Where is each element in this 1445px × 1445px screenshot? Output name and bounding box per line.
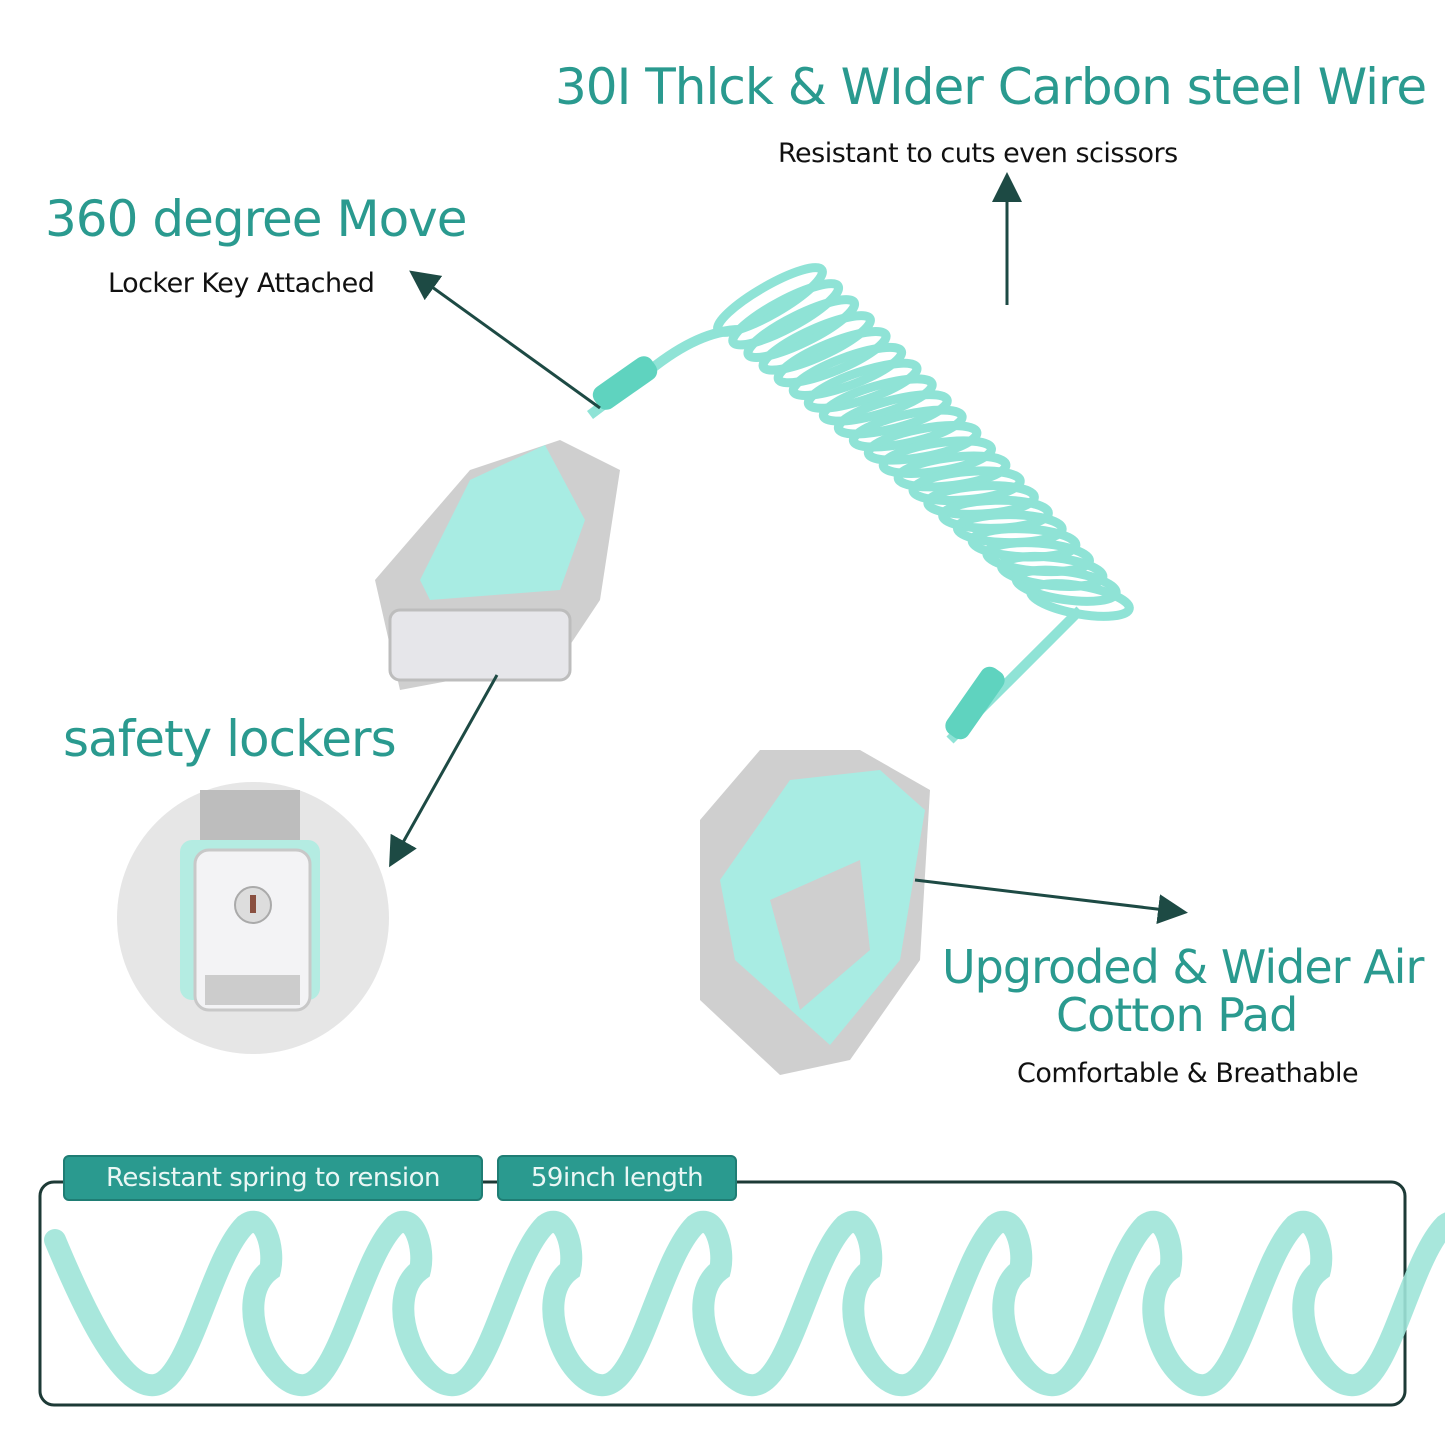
coil-loop — [728, 279, 844, 350]
coil-loop — [833, 390, 952, 439]
coil-loop — [743, 295, 860, 363]
arrow-locker — [389, 674, 499, 868]
coil-loop — [848, 405, 967, 452]
move-subtitle: Locker Key Attached — [108, 268, 375, 299]
tag-length: 59inch length — [497, 1155, 737, 1201]
move-title: 360 degree Move — [45, 190, 468, 248]
locker-inset — [117, 782, 389, 1054]
pad-title-line1: Upgroded & Wider Air — [942, 940, 1424, 994]
locker-title: safety lockers — [63, 710, 397, 768]
connector-top — [592, 356, 658, 410]
upper-wrist-strap — [375, 440, 620, 690]
pad-title-line2: Cotton Pad — [1056, 988, 1298, 1042]
tag-spring-tension: Resistant spring to rension — [63, 1155, 483, 1201]
coil-loop — [758, 311, 875, 375]
coil-loop — [713, 263, 827, 337]
coil-loop — [803, 358, 922, 413]
coiled-cord — [587, 263, 1134, 744]
spring-coil — [44, 1211, 1445, 1397]
arrow-move — [409, 270, 601, 410]
coil-loop — [773, 327, 891, 388]
connector-bottom — [945, 666, 1005, 740]
wire-title: 30I Thlck & WIder Carbon steel Wire — [555, 58, 1427, 116]
lower-wrist-strap — [700, 750, 930, 1075]
arrow-pad — [914, 878, 1188, 925]
coil-loop — [788, 342, 907, 400]
coil-loop — [878, 436, 996, 478]
pad-subtitle: Comfortable & Breathable — [1017, 1058, 1359, 1089]
wire-subtitle: Resistant to cuts even scissors — [778, 138, 1178, 169]
coil-loop — [863, 421, 982, 465]
coil-loop — [818, 374, 937, 426]
